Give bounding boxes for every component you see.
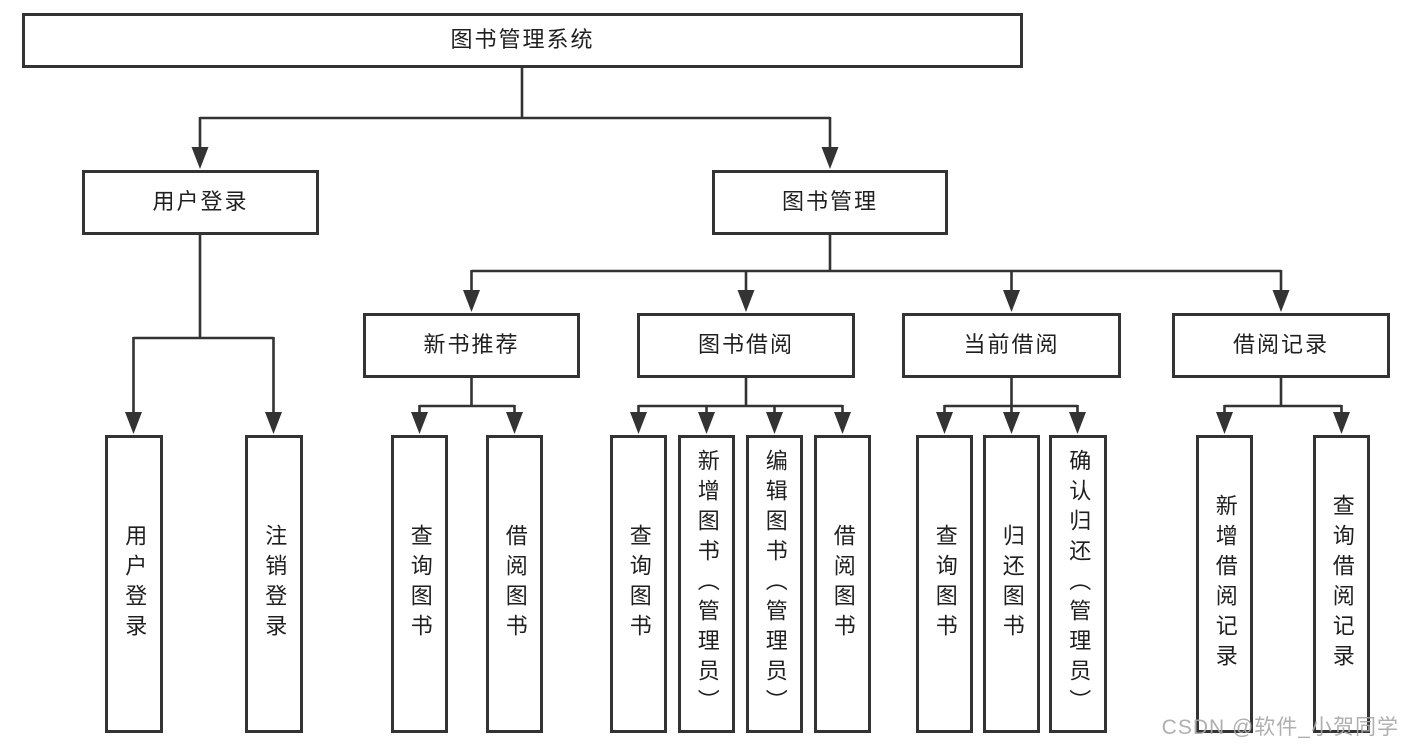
connector-shafts: [132, 68, 1343, 415]
leaf-query-books-recommend-label: 查询图书: [407, 524, 433, 644]
leaf-add-borrow-record: 新增借阅记录: [1196, 435, 1253, 733]
arrowhead-icon: [463, 290, 480, 312]
node-root: 图书管理系统: [22, 13, 1023, 68]
arrowhead-icon: [821, 147, 839, 169]
arrowhead-icon: [265, 412, 282, 434]
leaf-user-login: 用户登录: [105, 435, 163, 733]
arrowhead-icon: [1003, 290, 1020, 312]
node-new-book-recommend: 新书推荐: [363, 313, 580, 378]
arrowhead-icon: [698, 412, 715, 434]
node-user-login: 用户登录: [82, 170, 319, 235]
arrowhead-icon: [1272, 290, 1290, 312]
arrowhead-icon: [834, 412, 851, 434]
leaf-add-book-admin-label: 新增图书（管理员）: [694, 449, 720, 719]
leaf-query-borrow-record: 查询借阅记录: [1313, 435, 1370, 733]
arrowhead-icon: [1069, 412, 1086, 434]
arrowhead-icon: [1333, 412, 1350, 434]
node-user-login-label: 用户登录: [152, 189, 249, 215]
leaf-return-book: 归还图书: [983, 435, 1040, 733]
leaf-borrow-books-label: 借阅图书: [830, 524, 856, 644]
arrowhead-icon: [411, 412, 428, 434]
leaf-query-books-borrow-label: 查询图书: [626, 524, 652, 644]
node-borrow-records: 借阅记录: [1172, 313, 1390, 378]
arrowhead-icon: [191, 147, 209, 169]
leaf-confirm-return-admin-label: 确认归还（管理员）: [1066, 449, 1092, 719]
leaf-logout-label: 注销登录: [262, 524, 288, 644]
leaf-confirm-return-admin: 确认归还（管理员）: [1049, 435, 1107, 733]
node-current-borrow-label: 当前借阅: [963, 332, 1060, 358]
leaf-borrow-books-recommend-label: 借阅图书: [502, 524, 528, 644]
leaf-query-books-recommend: 查询图书: [391, 435, 448, 733]
arrowhead-icon: [936, 412, 953, 434]
arrowhead-icon: [125, 412, 142, 434]
node-book-borrow: 图书借阅: [637, 313, 855, 378]
leaf-return-book-label: 归还图书: [999, 524, 1025, 644]
leaf-query-books-borrow: 查询图书: [610, 435, 667, 733]
leaf-user-login-label: 用户登录: [122, 524, 148, 644]
node-book-management-label: 图书管理: [781, 189, 878, 215]
leaf-add-book-admin: 新增图书（管理员）: [678, 435, 735, 733]
node-book-management: 图书管理: [712, 170, 948, 235]
node-root-label: 图书管理系统: [450, 27, 595, 53]
leaf-query-books-current-label: 查询图书: [932, 524, 958, 644]
arrowheads: [125, 147, 1350, 434]
arrowhead-icon: [1003, 412, 1020, 434]
leaf-edit-book-admin-label: 编辑图书（管理员）: [762, 449, 788, 719]
node-new-book-recommend-label: 新书推荐: [423, 332, 520, 358]
leaf-query-borrow-record-label: 查询借阅记录: [1329, 494, 1355, 674]
arrowhead-icon: [766, 412, 783, 434]
leaf-edit-book-admin: 编辑图书（管理员）: [746, 435, 803, 733]
leaf-add-borrow-record-label: 新增借阅记录: [1212, 494, 1238, 674]
arrowhead-icon: [737, 290, 755, 312]
node-current-borrow: 当前借阅: [902, 313, 1121, 378]
leaf-logout: 注销登录: [245, 435, 303, 733]
csdn-watermark: CSDN @软件_小贺同学: [1161, 716, 1399, 739]
arrowhead-icon: [1216, 412, 1233, 434]
arrowhead-icon: [506, 412, 523, 434]
node-borrow-records-label: 借阅记录: [1232, 332, 1329, 358]
leaf-borrow-books: 借阅图书: [814, 435, 871, 733]
node-book-borrow-label: 图书借阅: [697, 332, 794, 358]
leaf-borrow-books-recommend: 借阅图书: [486, 435, 543, 733]
leaf-query-books-current: 查询图书: [916, 435, 973, 733]
arrowhead-icon: [630, 412, 647, 434]
